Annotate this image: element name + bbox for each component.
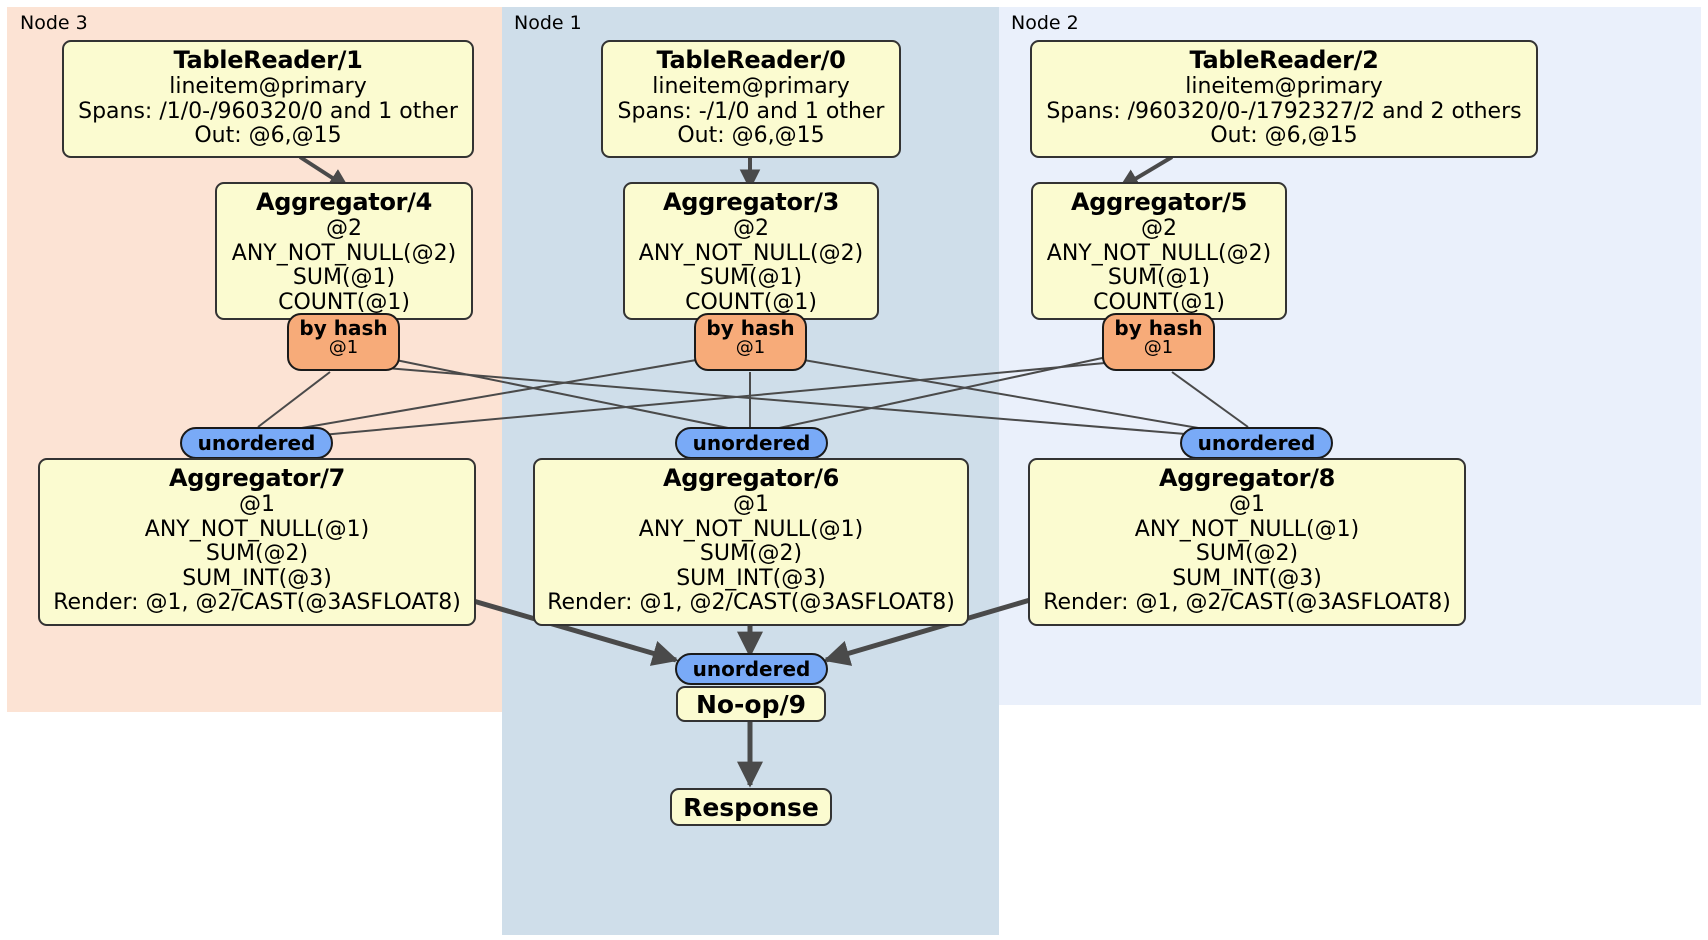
panel-node-2-label: Node 2	[1011, 12, 1079, 34]
processor-aggregator-7[interactable]: Aggregator/7 @1 ANY_NOT_NULL(@1) SUM(@2)…	[38, 458, 476, 626]
processor-title: Aggregator/3	[662, 188, 840, 216]
processor-line: ANY_NOT_NULL(@1)	[638, 516, 864, 542]
processor-line: COUNT(@1)	[278, 289, 410, 315]
processor-line: Spans: -/1/0 and 1 other	[617, 98, 885, 124]
processor-table-reader-0[interactable]: TableReader/0 lineitem@primary Spans: -/…	[601, 40, 901, 158]
processor-line: lineitem@primary	[652, 73, 850, 99]
processor-line: COUNT(@1)	[685, 289, 817, 315]
processor-title: TableReader/1	[173, 46, 363, 74]
processor-line: SUM_INT(@3)	[676, 565, 826, 591]
processor-line: lineitem@primary	[169, 73, 367, 99]
router-column: @1	[328, 337, 359, 358]
processor-table-reader-2[interactable]: TableReader/2 lineitem@primary Spans: /9…	[1030, 40, 1538, 158]
router-label: by hash	[299, 316, 388, 340]
router-column: @1	[1143, 337, 1174, 358]
processor-title: Aggregator/4	[255, 188, 433, 216]
processor-noop-9[interactable]: No-op/9	[676, 686, 826, 722]
processor-line: SUM(@2)	[699, 541, 803, 567]
synchronizer-label: unordered	[1197, 431, 1316, 455]
router-by-hash-center[interactable]: by hash @1	[694, 313, 807, 371]
router-by-hash-right[interactable]: by hash @1	[1102, 313, 1215, 371]
processor-aggregator-8[interactable]: Aggregator/8 @1 ANY_NOT_NULL(@1) SUM(@2)…	[1028, 458, 1466, 626]
processor-line: ANY_NOT_NULL(@2)	[231, 240, 457, 266]
processor-line: ANY_NOT_NULL(@1)	[1134, 516, 1360, 542]
processor-line: @1	[1229, 491, 1265, 517]
synchronizer-label: unordered	[692, 431, 811, 455]
processor-line: ANY_NOT_NULL(@2)	[638, 240, 864, 266]
synchronizer-unordered-final[interactable]: unordered	[675, 653, 828, 685]
processor-line: ANY_NOT_NULL(@2)	[1046, 240, 1272, 266]
synchronizer-label: unordered	[197, 431, 316, 455]
processor-line: @2	[1141, 215, 1177, 241]
processor-line: @1	[733, 491, 769, 517]
processor-line: Render: @1, @2/CAST(@3ASFLOAT8)	[53, 590, 461, 616]
processor-line: @1	[239, 491, 275, 517]
processor-line: COUNT(@1)	[1093, 289, 1225, 315]
processor-title: No-op/9	[695, 689, 807, 719]
router-label: by hash	[1114, 316, 1203, 340]
synchronizer-unordered-left[interactable]: unordered	[180, 427, 333, 459]
processor-response[interactable]: Response	[670, 788, 832, 826]
processor-line: Out: @6,@15	[677, 123, 825, 149]
processor-title: Aggregator/8	[1158, 464, 1336, 492]
processor-title: Aggregator/5	[1070, 188, 1248, 216]
processor-title: Aggregator/6	[662, 464, 840, 492]
processor-aggregator-4[interactable]: Aggregator/4 @2 ANY_NOT_NULL(@2) SUM(@1)…	[215, 182, 473, 320]
processor-line: @2	[733, 215, 769, 241]
router-label: by hash	[706, 316, 795, 340]
processor-aggregator-3[interactable]: Aggregator/3 @2 ANY_NOT_NULL(@2) SUM(@1)…	[623, 182, 879, 320]
processor-line: SUM(@1)	[699, 265, 803, 291]
processor-line: Render: @1, @2/CAST(@3ASFLOAT8)	[547, 590, 955, 616]
panel-node-3-label: Node 3	[20, 12, 88, 34]
processor-line: @2	[326, 215, 362, 241]
processor-title: Aggregator/7	[168, 464, 346, 492]
synchronizer-label: unordered	[692, 657, 811, 681]
processor-table-reader-1[interactable]: TableReader/1 lineitem@primary Spans: /1…	[62, 40, 474, 158]
router-column: @1	[735, 337, 766, 358]
processor-line: SUM(@1)	[292, 265, 396, 291]
processor-line: ANY_NOT_NULL(@1)	[144, 516, 370, 542]
processor-line: SUM(@1)	[1107, 265, 1211, 291]
processor-line: Spans: /1/0-/960320/0 and 1 other	[78, 98, 458, 124]
synchronizer-unordered-center[interactable]: unordered	[675, 427, 828, 459]
processor-line: SUM_INT(@3)	[182, 565, 332, 591]
processor-line: SUM(@2)	[205, 541, 309, 567]
processor-line: lineitem@primary	[1185, 73, 1383, 99]
processor-line: SUM_INT(@3)	[1172, 565, 1322, 591]
processor-line: Out: @6,@15	[1210, 123, 1358, 149]
processor-line: Spans: /960320/0-/1792327/2 and 2 others	[1046, 98, 1522, 124]
processor-line: SUM(@2)	[1195, 541, 1299, 567]
processor-title: TableReader/0	[656, 46, 846, 74]
processor-line: Render: @1, @2/CAST(@3ASFLOAT8)	[1043, 590, 1451, 616]
router-by-hash-left[interactable]: by hash @1	[287, 313, 400, 371]
processor-title: TableReader/2	[1189, 46, 1379, 74]
processor-title: Response	[683, 792, 819, 822]
processor-aggregator-5[interactable]: Aggregator/5 @2 ANY_NOT_NULL(@2) SUM(@1)…	[1031, 182, 1287, 320]
synchronizer-unordered-right[interactable]: unordered	[1180, 427, 1333, 459]
processor-line: Out: @6,@15	[194, 123, 342, 149]
panel-node-1-label: Node 1	[514, 12, 582, 34]
processor-aggregator-6[interactable]: Aggregator/6 @1 ANY_NOT_NULL(@1) SUM(@2)…	[533, 458, 969, 626]
